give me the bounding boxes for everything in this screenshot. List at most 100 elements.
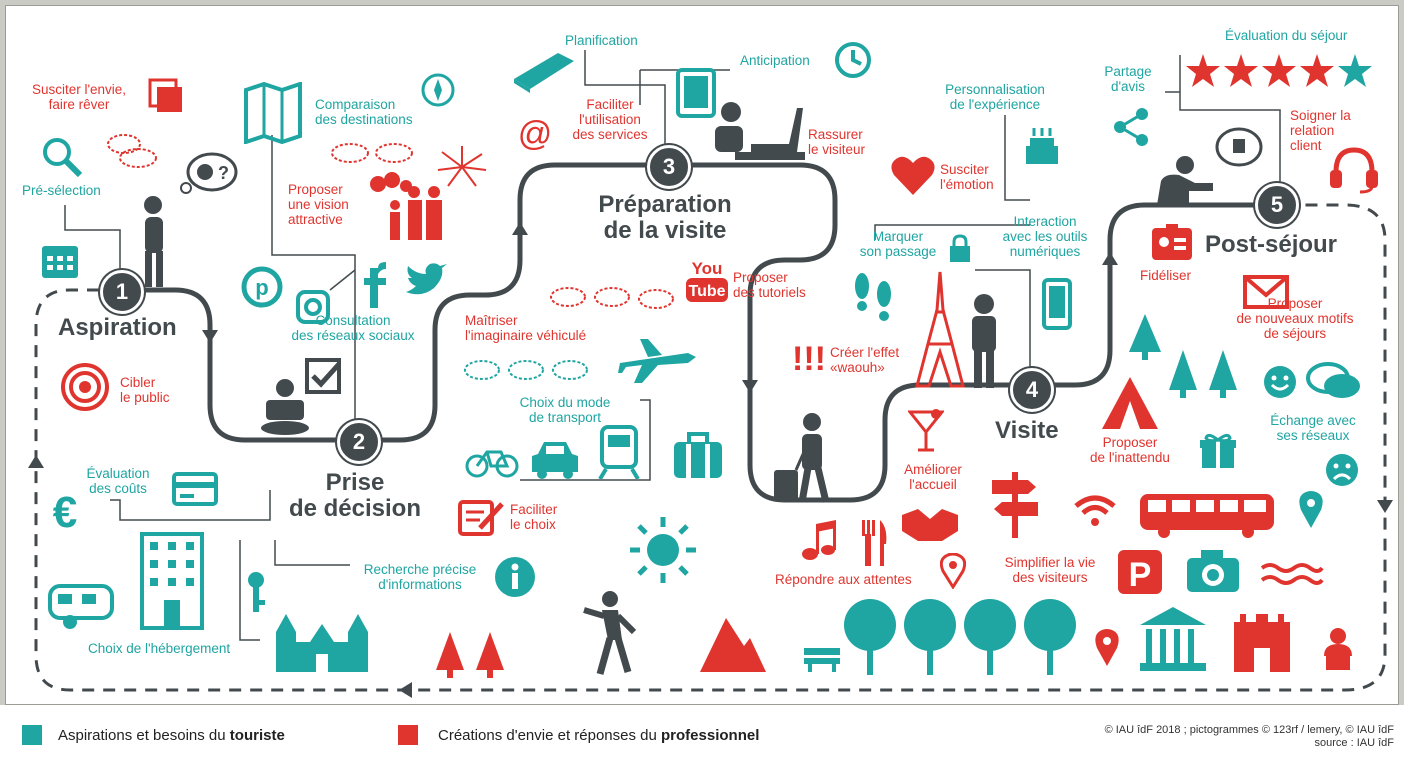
label-evaluation-sejour: Évaluation du séjour [1225,28,1348,43]
label-pre-selection: Pré-sélection [22,183,101,198]
label-echange: Échange avec ses réseaux [1270,413,1356,443]
id-badge-icon [1150,222,1194,262]
arrow-up-1 [512,222,528,235]
label-waouh: Créer l'effet «waouh» [830,345,900,375]
bust-statue-icon [1320,626,1356,672]
tablet-icon [676,68,716,118]
share-icon [1112,106,1152,148]
step-4-title: Visite [995,417,1059,444]
bus-icon [1138,492,1276,538]
label-recherche: Recherche précise d'informations [363,562,477,592]
label-evaluation-couts: Évaluation des coûts [86,466,150,496]
cutlery-icon [858,518,890,568]
instagram-icon [296,290,330,324]
music-note-icon [800,520,836,562]
dashed-loop [34,203,1387,692]
clock-icon [833,40,873,80]
pinterest-icon: p [240,265,284,309]
legend-professional: Créations d'envie et réponses du profess… [438,727,760,744]
chat-bubbles-icon [1304,360,1362,404]
hotel-building-icon [140,530,204,630]
walking-person-icon [578,590,638,676]
svg-text:€: € [53,488,77,533]
arrow-left-1 [399,682,412,698]
label-choix-hebergement: Choix de l'hébergement [88,641,231,656]
label-faciliter-services: Faciliter l'utilisation des services [572,97,648,142]
label-nouveaux-motifs: Proposer de nouveaux motifs de séjours [1236,296,1354,341]
question-mark: ? [218,163,229,183]
label-rassurer: Rassurer le visiteur [808,127,866,157]
credit-line-2: source : IAU îdF [1314,737,1394,749]
stars-rating-icon [1185,52,1375,90]
label-simplifier: Simplifier la vie des visiteurs [1004,555,1096,585]
location-pin-icon-2 [1298,490,1324,530]
label-anticipation: Anticipation [740,53,810,68]
youtube-you: You [692,259,723,278]
twitter-icon [402,262,448,302]
step-5-badge: 5 [1255,183,1299,227]
clouds-icon-4 [462,355,592,385]
step-2-badge: 2 [337,420,381,464]
label-comparaison: Comparaison des destinations [315,97,413,127]
label-partage: Partage d'avis [1104,64,1152,94]
step-2-title: Prise de décision [288,469,422,522]
target-icon [60,362,110,412]
legend-tourist: Aspirations et besoins du touriste [58,727,285,744]
photographer-icon [962,292,1006,390]
label-maitriser: Maîtriser l'imaginaire véhiculé [465,313,587,343]
eiffel-tower-icon [915,270,965,388]
clouds-icon-3 [548,282,678,312]
label-faciliter-choix: Faciliter le choix [510,502,558,532]
smiley-icon [1262,364,1298,400]
label-consultation: Consultation des réseaux sociaux [291,313,415,343]
waves-icon [1260,560,1324,590]
legend-swatch-professional [398,725,418,745]
label-susciter-envie: Susciter l'envie, faire rêver [31,82,127,112]
step-5-title: Post-séjour [1205,231,1338,258]
arrow-up-3 [28,455,44,468]
label-interaction: Interaction avec les outils numériques [1002,214,1088,259]
headset-icon [1328,146,1380,194]
credit-line-1: © IAU îdF 2018 ; pictogrammes © 123rf / … [1104,724,1394,736]
credit-card-icon [172,472,218,506]
fir-trees-icon [432,630,510,678]
map-pin-icon-3 [1094,628,1120,668]
photos-icon [148,78,184,114]
signpost-icon [988,470,1042,540]
step-1-badge: 1 [100,270,144,314]
map-icon [242,81,304,145]
step-1-title: Aspiration [58,314,177,341]
checkbox-icon [305,358,343,396]
clouds-icon [104,130,164,170]
sun-icon [628,515,698,585]
svg-text:@: @ [518,115,553,152]
sad-face-icon [1324,452,1360,488]
fireworks-icon [432,142,492,192]
thinking-person-icon [135,195,175,290]
bench-icon [802,644,842,672]
train-icon [598,425,640,481]
label-vision: Proposer une vision attractive [288,182,349,227]
label-personnalisation: Personnalisation de l'expérience [945,82,1045,112]
tent-icon [1100,375,1160,431]
legend-swatch-tourist [22,725,42,745]
wifi-icon [1072,492,1118,528]
at-sign-icon: @ [516,114,554,153]
traveller-luggage-icon [770,412,840,504]
label-inattendu: Proposer de l'inattendu [1090,435,1170,465]
handshake-icon [900,505,960,545]
step-4-badge: 4 [1010,368,1054,412]
svg-text:p: p [255,275,268,300]
label-fideliser: Fidéliser [1140,268,1192,283]
edit-form-icon [458,498,504,538]
laptop-person-icon [260,378,310,436]
exclamation-marks: !!! [792,340,826,374]
arrow-down-2 [742,380,758,393]
label-tutoriels: Proposer des tutoriels [733,270,806,300]
castle-icon [272,612,372,672]
heart-icon [890,155,936,197]
step-3-badge: 3 [647,145,691,189]
footprints-icon [852,270,896,324]
book-icon [510,45,578,95]
